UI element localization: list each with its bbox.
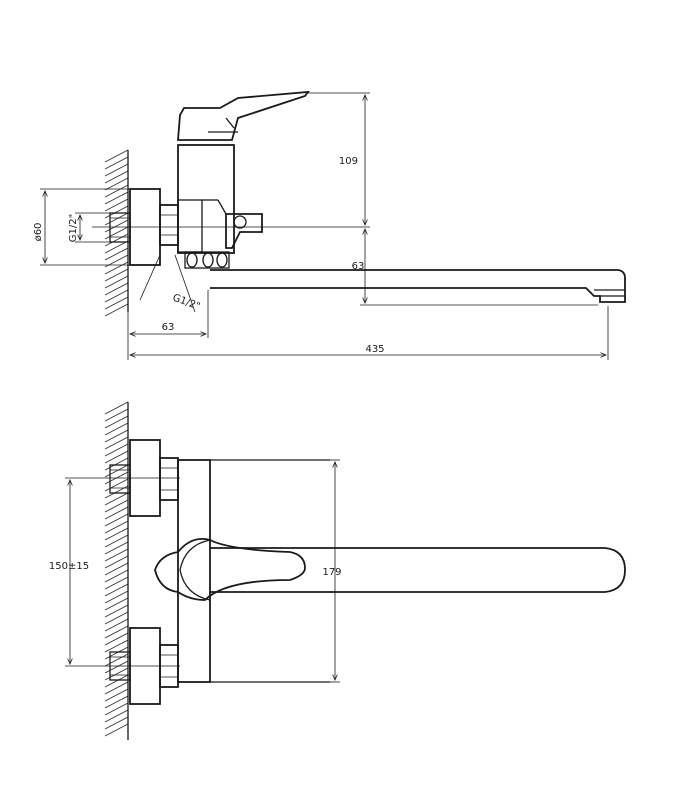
- dim-diameter-label: ø60: [33, 223, 44, 242]
- eccentric-nut: [159, 204, 179, 246]
- dim-depth-label: 179: [322, 567, 341, 578]
- dim-offset-label: 63: [162, 322, 175, 333]
- swivel-joint: [184, 251, 230, 269]
- spout-top: [210, 547, 626, 593]
- wall-hatch-top: [104, 401, 129, 737]
- body-connector: [177, 199, 203, 253]
- thread-label-nut: G1/2": [171, 292, 201, 312]
- mixer-body-top: [177, 459, 211, 683]
- dim-height-label: 109: [339, 156, 358, 167]
- upper-nut: [159, 457, 179, 501]
- spout: [210, 269, 626, 303]
- top-view: 150±15 179: [49, 401, 626, 740]
- dim-outlet-label: 63: [352, 261, 365, 272]
- diverter-knob: [225, 213, 263, 249]
- inlet-thread: [109, 212, 131, 243]
- lever-handle: [177, 90, 310, 141]
- side-view: 109 63 ø60 G1/2" G1/2" 63 435: [33, 90, 626, 360]
- dim-spacing-label: 150±15: [49, 561, 89, 572]
- thread-label-inlet: G1/2": [68, 214, 79, 242]
- wall-hatch-side: [104, 149, 129, 317]
- dim-total-label: 435: [365, 344, 384, 355]
- lever-top: [154, 537, 306, 601]
